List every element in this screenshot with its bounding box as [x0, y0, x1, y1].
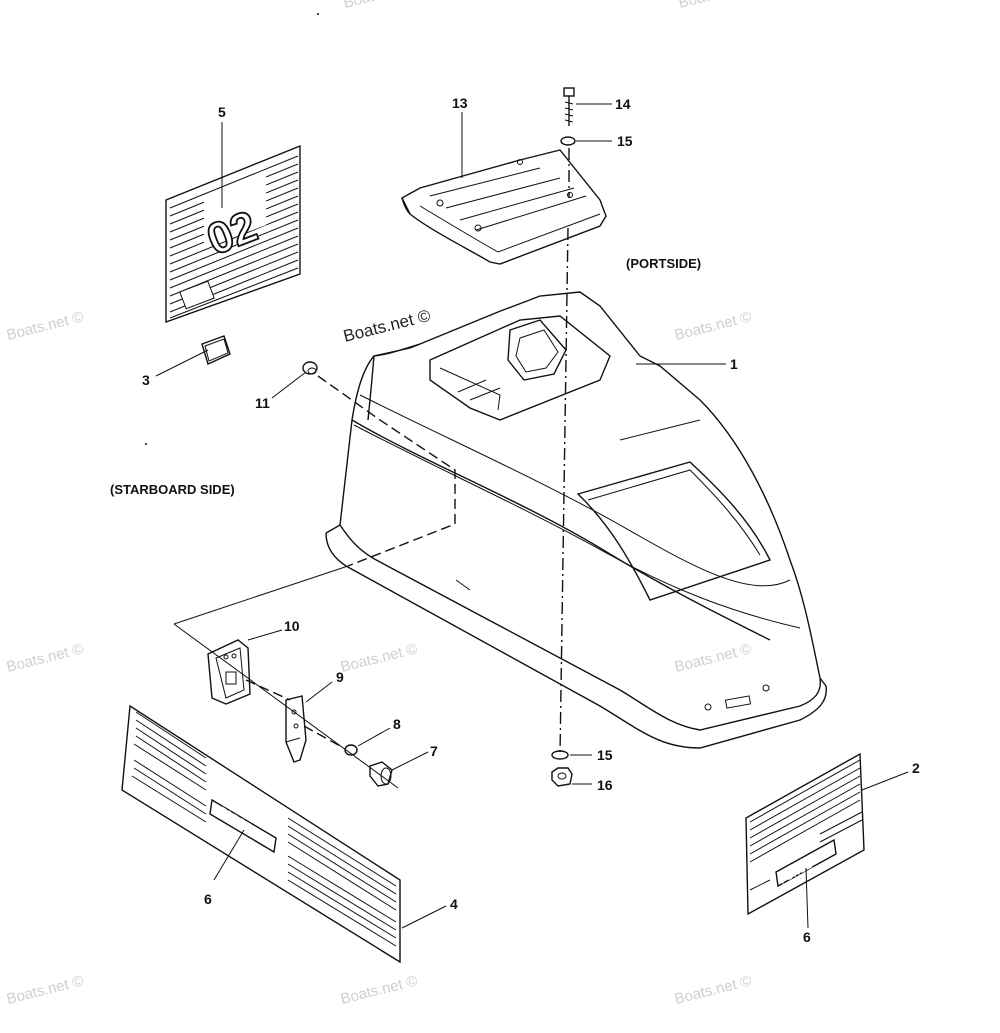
decal-5: 02 [165, 144, 301, 323]
watermarks: Boats.net © Boats.net © Boats.net © Boat… [5, 0, 757, 1008]
washer-8 [344, 744, 358, 756]
watermark: Boats.net © [673, 308, 753, 344]
assembly-line-center [559, 148, 570, 756]
watermark: Boats.net © [5, 640, 85, 676]
top-cover-plate [401, 149, 607, 265]
assembly-line-8 [303, 725, 341, 747]
callout-4: 4 [450, 896, 458, 912]
part-3-pad [201, 335, 231, 365]
watermark: Boats.net © [341, 306, 432, 346]
nut-16 [551, 767, 573, 787]
washer-15-top [560, 136, 576, 146]
callout-14: 14 [615, 96, 631, 112]
callout-3: 3 [142, 372, 150, 388]
callout-10: 10 [284, 618, 300, 634]
grommet-11 [302, 361, 318, 375]
callout-6-right: 6 [803, 929, 811, 945]
callout-8: 8 [393, 716, 401, 732]
callout-1: 1 [730, 356, 738, 372]
watermark: Boats.net © [5, 972, 85, 1008]
assembly-line-latch [317, 375, 456, 567]
watermark: Boats.net © [673, 640, 753, 676]
portside-label: (PORTSIDE) [626, 256, 701, 271]
assembly-line-9-10 [245, 679, 291, 701]
bolt-7 [369, 761, 393, 787]
screw-14 [563, 87, 575, 126]
callout-9: 9 [336, 669, 344, 685]
decal-brand-right: FORCE [778, 860, 814, 887]
latch-leader [173, 565, 349, 625]
watermark: Boats.net © [677, 0, 757, 12]
leader-lines [155, 103, 909, 929]
callout-16: 16 [597, 777, 613, 793]
watermark: Boats.net © [339, 640, 419, 676]
watermark: Boats.net © [339, 972, 419, 1008]
callout-11: 11 [255, 395, 270, 411]
starboard-side-label: (STARBOARD SIDE) [110, 482, 235, 497]
decal-2: FORCE [745, 752, 865, 916]
callout-2: 2 [912, 760, 920, 776]
washer-15-bottom [551, 750, 569, 760]
callout-5: 5 [218, 104, 226, 120]
callout-15-top: 15 [617, 133, 633, 149]
top-cowl [325, 291, 827, 749]
latch-10 [207, 639, 251, 705]
callout-13: 13 [452, 95, 468, 111]
callout-6-left: 6 [204, 891, 212, 907]
watermark: Boats.net © [5, 308, 85, 344]
latch-hook-9 [285, 695, 307, 763]
watermark: Boats.net © [673, 972, 753, 1008]
watermark: Boats.net © [342, 0, 422, 12]
callout-7: 7 [430, 743, 438, 759]
callout-numbers: 5 3 11 13 14 15 1 10 9 8 7 15 16 6 4 2 6 [142, 95, 920, 945]
callout-15-bottom: 15 [597, 747, 613, 763]
decal-4: FORCE [121, 704, 401, 964]
